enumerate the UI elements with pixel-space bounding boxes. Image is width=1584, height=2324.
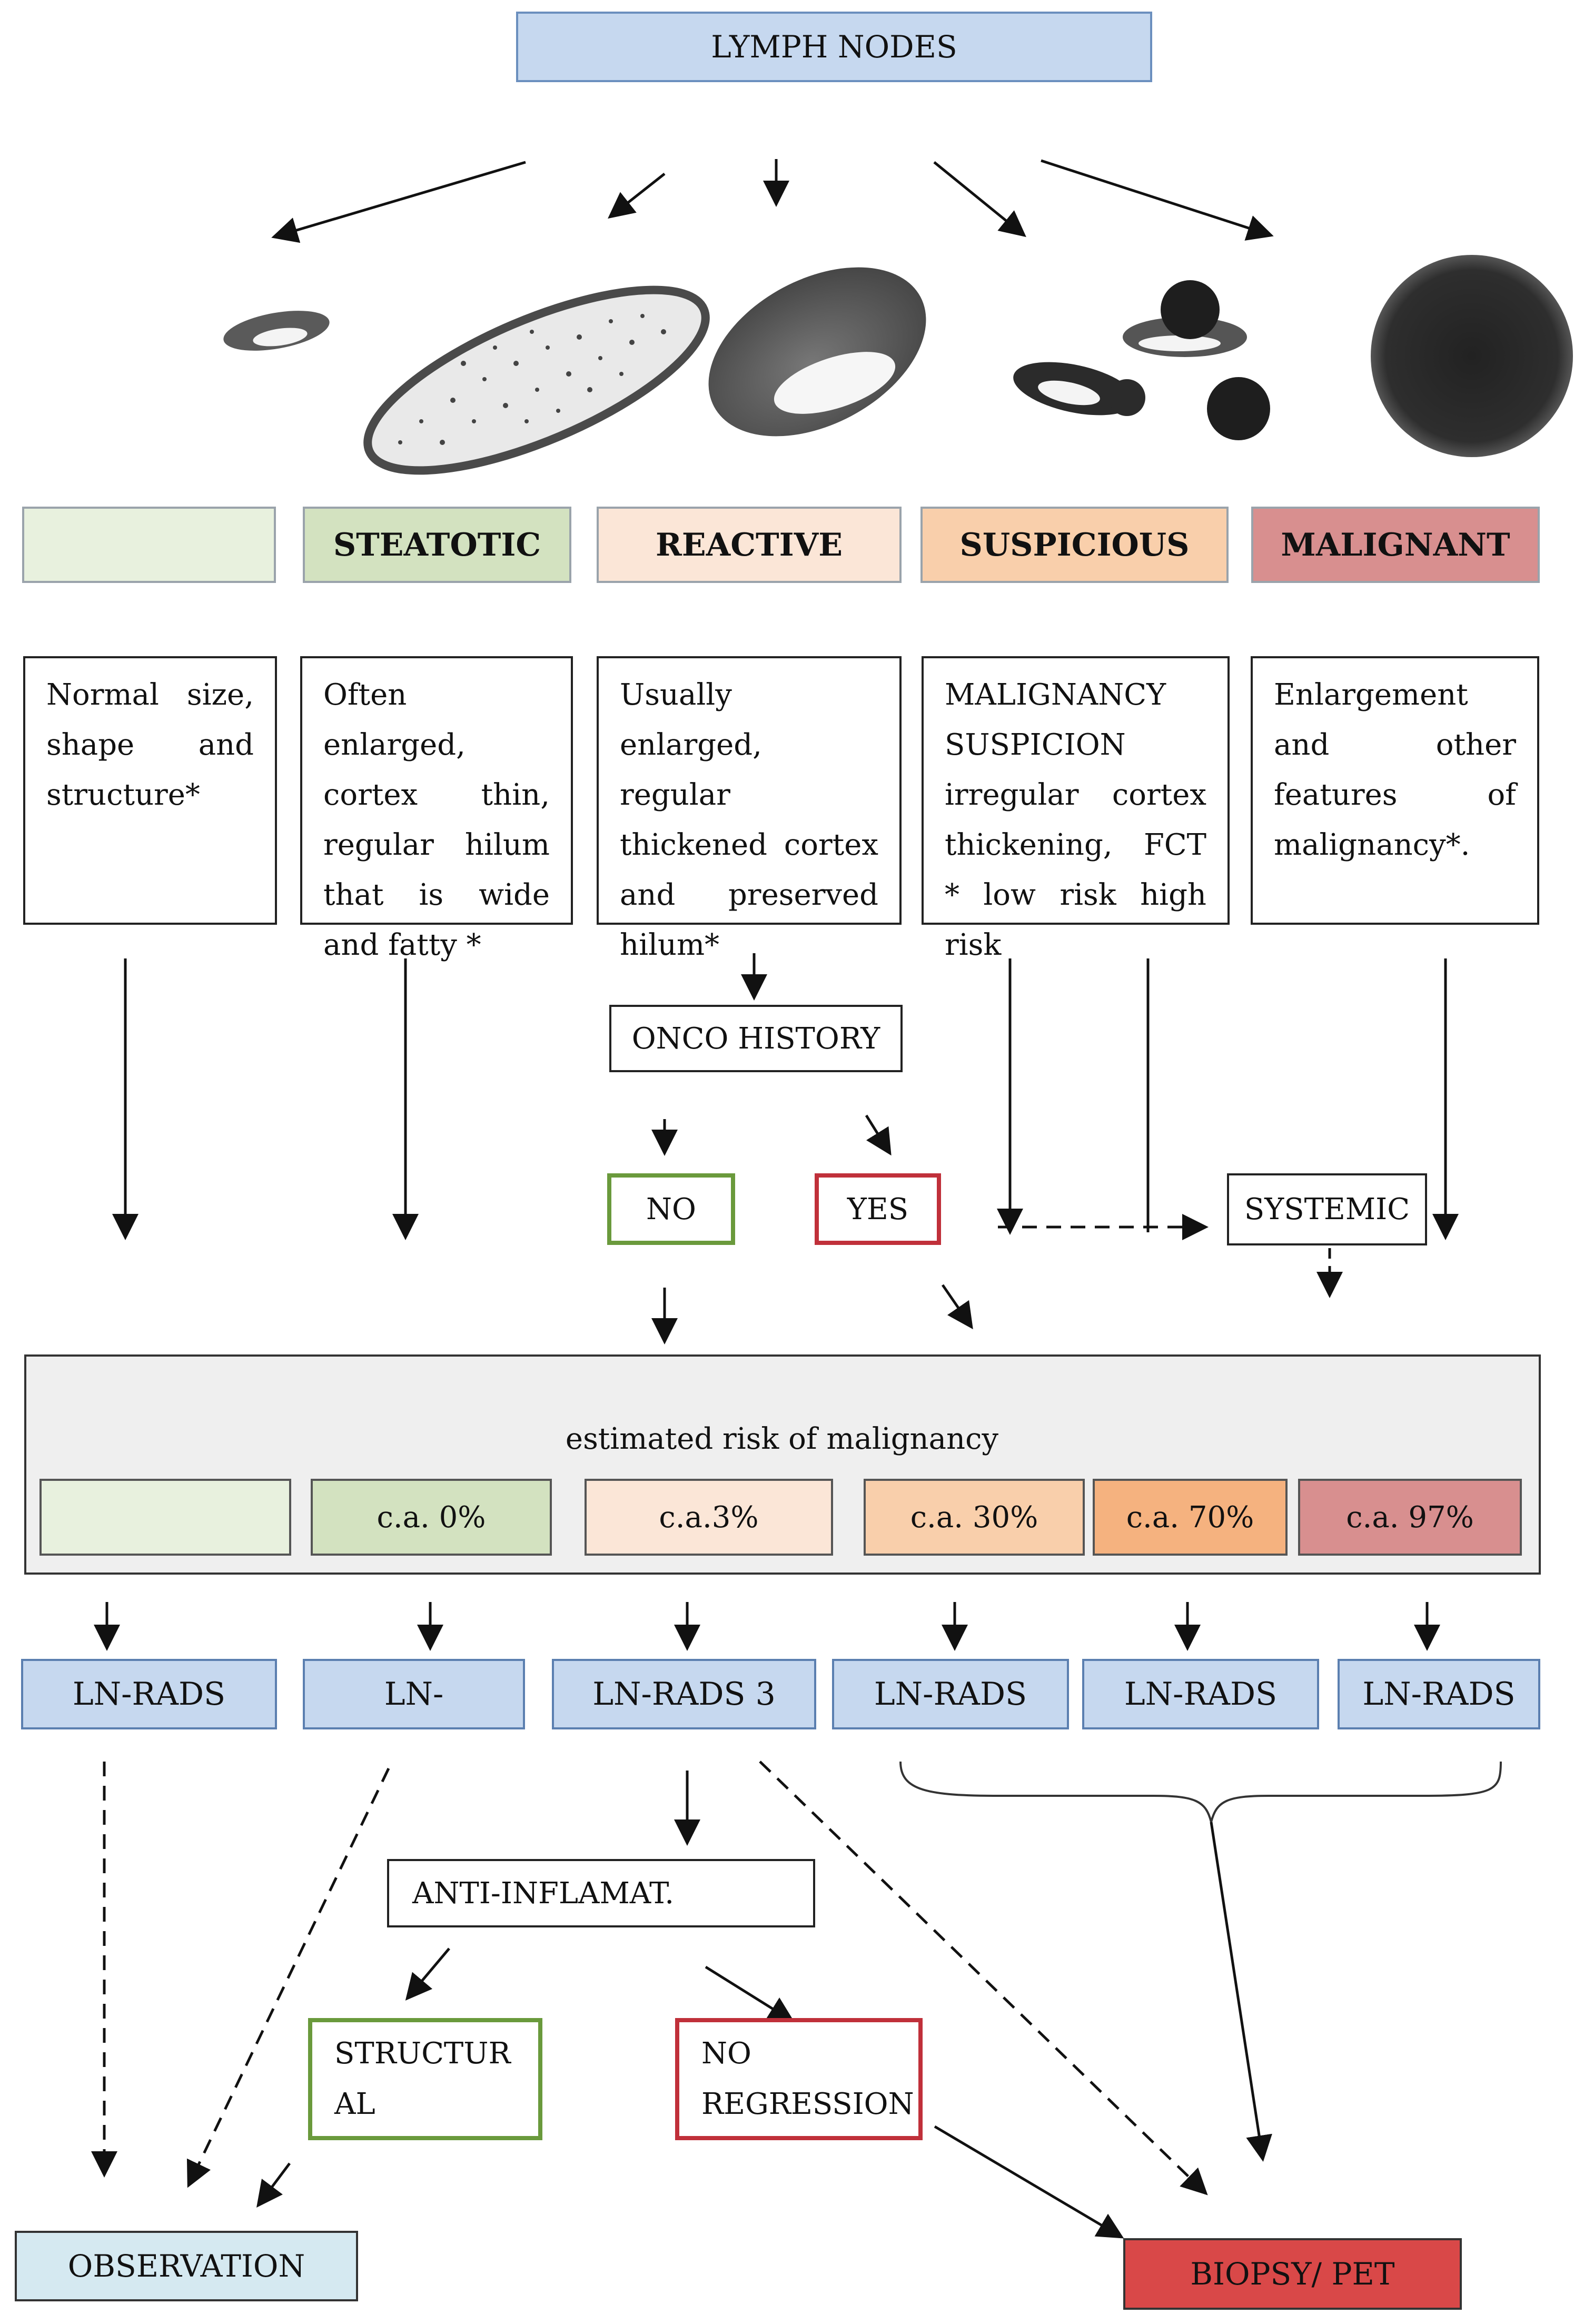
risk-value-suspicious-low: c.a. 30% [864,1479,1085,1556]
ln-rads-suspicious-low: LN-RADS [832,1659,1069,1729]
structural-line-1: STRUCTUR [334,2036,511,2071]
category-malignant: MALIGNANT [1251,507,1540,583]
ln-rads-3: LN-RADS 3 [552,1659,816,1729]
risk-value-steatotic: c.a. 0% [311,1479,552,1556]
risk-panel-title: estimated risk of malignancy [565,1422,999,1456]
structural-box: STRUCTUR AL [308,2018,542,2140]
anti-inflammatory-box: ANTI-INFLAMAT. [387,1859,815,1927]
category-reactive: REACTIVE [597,507,902,583]
node-illustration-malignant [1371,255,1573,457]
description-steatotic: Often enlarged, cortex thin, regular hil… [300,656,573,962]
category-normal [22,507,276,583]
category-steatotic: STEATOTIC [303,507,571,583]
node-illustration-suspicious [1013,280,1270,440]
description-normal: Normal size, shape and structure* [23,656,277,925]
node-illustration-normal [223,311,330,351]
node-illustration-steatotic [363,285,710,475]
ln-rads-steatotic: LN- [303,1659,525,1729]
no-regression-box: NO REGRESSION [675,2018,923,2140]
description-reactive: Usually enlarged, regular thickened cort… [597,656,902,962]
ln-rads-malignant: LN-RADS [1338,1659,1540,1729]
structural-line-2: AL [334,2087,375,2121]
ln-rads-suspicious-high: LN-RADS [1082,1659,1319,1729]
risk-value-malignant: c.a. 97% [1298,1479,1522,1556]
biopsy-pet-box: BIOPSY/ PET [1123,2238,1462,2310]
no-box: NO [607,1173,735,1245]
node-illustration-reactive [708,267,926,437]
onco-history-box: ONCO HISTORY [609,1005,903,1072]
yes-box: YES [815,1173,941,1245]
risk-value-suspicious-high: c.a. 70% [1093,1479,1288,1556]
category-suspicious: SUSPICIOUS [920,507,1229,583]
description-suspicious: MALIGNANCY SUSPICION irregular cortex th… [922,656,1230,962]
no-regression-line-1: NO [701,2036,751,2071]
ln-rads-normal: LN-RADS [21,1659,277,1729]
risk-value-normal [39,1479,291,1556]
arrows [91,159,1502,2239]
no-regression-line-2: REGRESSION [701,2087,914,2121]
description-malignant: Enlargement and other features of malign… [1251,656,1539,925]
observation-box: OBSERVATION [15,2231,358,2301]
risk-value-reactive: c.a.3% [585,1479,833,1556]
systemic-box: SYSTEMIC [1227,1173,1427,1245]
lymph-nodes-header: LYMPH NODES [516,12,1152,82]
